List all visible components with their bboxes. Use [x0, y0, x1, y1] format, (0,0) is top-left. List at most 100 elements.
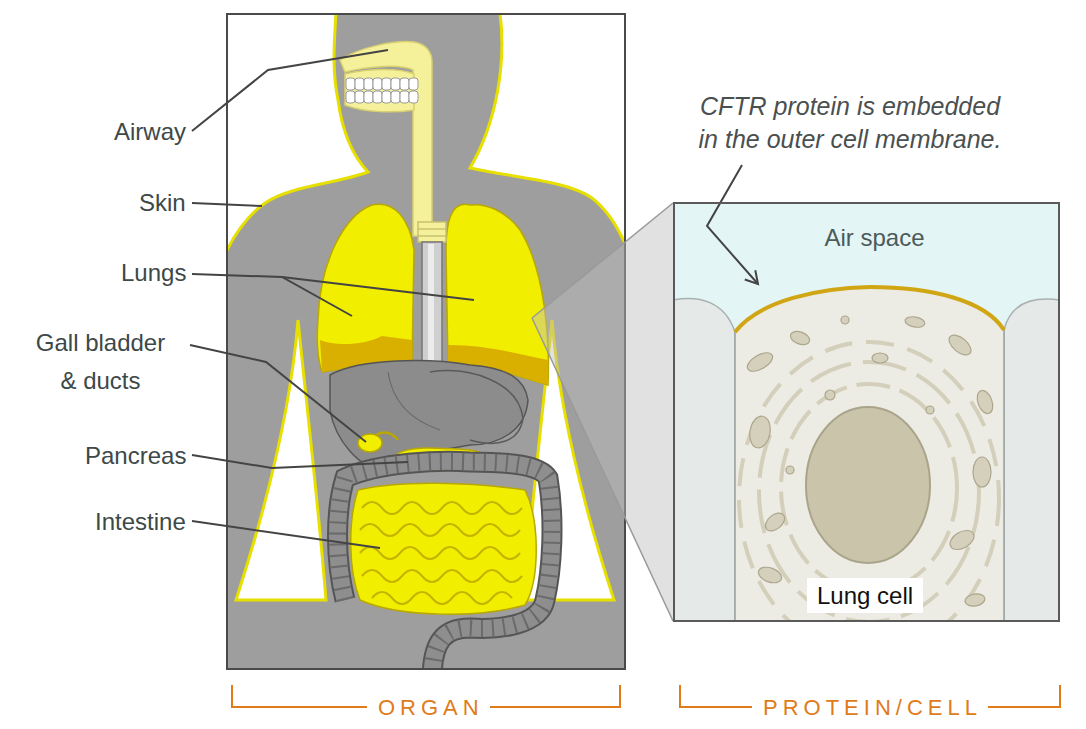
mitochondria — [756, 564, 783, 585]
endoplasmic-reticulum — [781, 384, 957, 592]
mitochondria — [825, 390, 835, 400]
intestine-folds — [362, 570, 522, 582]
bracket-label-box: PROTEIN/CELL — [752, 693, 988, 722]
endoplasmic-reticulum — [759, 362, 979, 622]
background-area — [226, 13, 368, 252]
organ-label: Airway — [114, 118, 186, 145]
mitochondria — [946, 331, 975, 358]
zoom-wedge — [532, 203, 673, 621]
trachea-rings — [418, 235, 446, 237]
mitochondria — [973, 457, 991, 487]
airway — [345, 70, 414, 112]
leader-line — [192, 50, 388, 131]
endoplasmic-reticulum — [739, 342, 999, 622]
teeth — [391, 78, 400, 90]
mitochondria — [786, 466, 794, 474]
callout-arrow — [707, 165, 758, 284]
neighbour-cell — [1004, 299, 1060, 622]
liver — [388, 372, 440, 430]
teeth — [400, 78, 409, 90]
cell-label: Lung cell — [817, 581, 913, 610]
bracket-label: PROTEIN/CELL — [752, 695, 988, 720]
leader-line — [192, 274, 352, 316]
trachea-rings — [418, 228, 446, 230]
zoom-panel: Air spaceLung cell — [673, 202, 1060, 622]
cftr-membrane — [735, 287, 1004, 332]
teeth — [400, 91, 409, 103]
region-label: Air space — [824, 223, 924, 252]
leader-line — [192, 521, 380, 548]
intestine-folds — [360, 547, 520, 559]
large-intestine — [338, 461, 552, 670]
intestine-folds — [360, 502, 522, 604]
teeth — [355, 91, 364, 103]
leader-line — [192, 203, 262, 206]
trachea — [428, 244, 434, 362]
teeth — [409, 78, 418, 90]
organelles — [739, 315, 999, 622]
neighbour-cell — [673, 299, 735, 622]
mitochondria — [744, 349, 775, 375]
organ-label-box: Skin — [139, 188, 186, 217]
callout-note: CFTR protein is embedded in the outer ce… — [699, 92, 1002, 153]
organ-label: Gall bladder & ducts — [36, 329, 165, 394]
mitochondria — [926, 406, 934, 414]
stomach — [430, 371, 523, 444]
organ-label-box: Lungs — [121, 258, 186, 287]
teeth — [382, 78, 391, 90]
organ-label: Intestine — [95, 508, 186, 535]
mitochondria — [841, 316, 849, 324]
bracket-label-box: ORGAN — [367, 693, 490, 722]
nucleus — [806, 407, 930, 563]
teeth — [346, 91, 355, 103]
lung-cell — [735, 287, 1004, 622]
teeth — [391, 91, 400, 103]
mitochondria — [744, 315, 995, 607]
lung — [317, 204, 414, 372]
leader-line — [190, 345, 366, 442]
cell-figure — [673, 202, 1060, 622]
organ-label-box: Airway — [114, 117, 186, 146]
background-area — [236, 320, 326, 600]
mitochondria — [964, 592, 986, 607]
intestine-folds — [362, 502, 522, 514]
teeth — [346, 78, 418, 103]
teeth — [382, 91, 391, 103]
arrow-head — [745, 270, 758, 284]
gall-bladder — [358, 434, 382, 452]
mitochondria — [974, 388, 995, 415]
organ-label: Skin — [139, 189, 186, 216]
zoom-line — [532, 318, 673, 621]
mitochondria — [904, 315, 925, 328]
large-intestine — [338, 461, 552, 670]
organ-label-box: Pancreas — [85, 441, 186, 470]
mitochondria — [762, 510, 788, 535]
intestine-folds — [372, 592, 512, 604]
intestine-folds — [360, 524, 520, 536]
organ-label-box: Gall bladder & ducts — [28, 324, 173, 400]
mitochondria — [872, 353, 888, 363]
teeth — [364, 78, 373, 90]
air-space — [673, 202, 1060, 622]
teeth — [373, 78, 382, 90]
bracket-label: ORGAN — [367, 695, 490, 720]
teeth — [364, 91, 373, 103]
leader-line — [282, 277, 474, 300]
teeth — [373, 91, 382, 103]
organ-label: Lungs — [121, 259, 186, 286]
teeth — [346, 78, 355, 90]
leader-line — [192, 455, 408, 468]
large-intestine — [338, 461, 552, 670]
teeth — [355, 78, 364, 90]
mitochondria — [947, 527, 978, 554]
mitochondria — [789, 329, 812, 347]
organ-label: Pancreas — [85, 442, 186, 469]
zoom-line — [532, 203, 673, 318]
teeth — [409, 91, 418, 103]
lung — [446, 204, 548, 385]
cell-label-box: Lung cell — [807, 578, 923, 613]
trachea-rings — [418, 222, 446, 242]
callout-note-box: CFTR protein is embedded in the outer ce… — [693, 90, 1007, 156]
trachea — [422, 242, 442, 364]
